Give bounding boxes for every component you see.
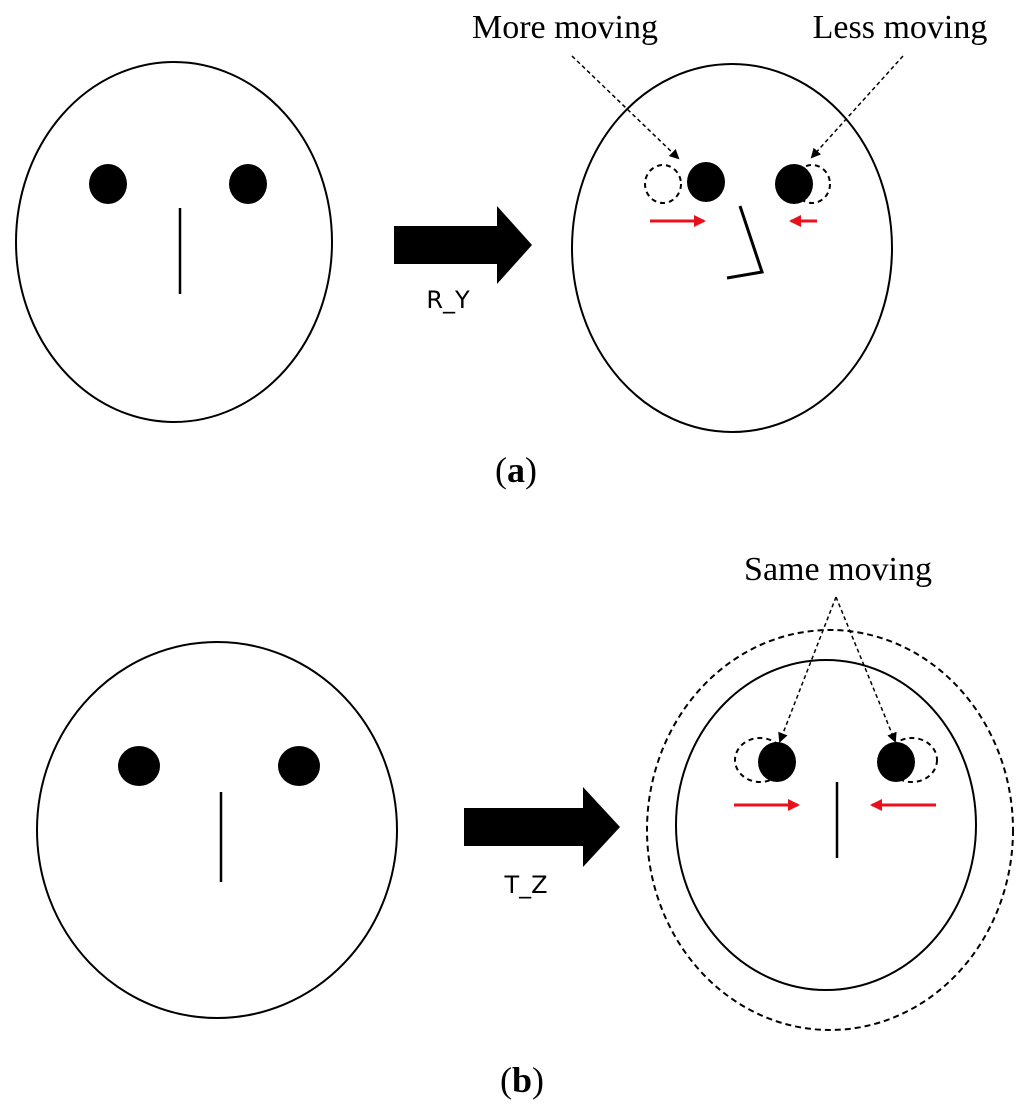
panel-b-translated-face (646, 629, 1014, 1031)
transform-arrow-ry (394, 206, 532, 284)
face-outline (36, 641, 398, 1019)
left-eye (758, 742, 796, 782)
face-outline (571, 63, 893, 433)
right-eye (775, 164, 813, 204)
panel-a: R_Y More moving Less moving (a) (15, 9, 988, 490)
previous-face-outline-dashed (646, 629, 1014, 1031)
caption-b: (b) (500, 1060, 544, 1100)
pointer-same-moving-left (778, 596, 837, 743)
panel-a-rotated-face (571, 63, 893, 433)
annotation-more-moving: More moving (472, 9, 658, 46)
face-outline (675, 659, 977, 991)
annotation-same-moving: Same moving (744, 551, 932, 588)
rotated-nose (726, 205, 764, 280)
panel-b-original-face (36, 641, 398, 1019)
face-outline (15, 61, 333, 423)
previous-left-eye-dashed (644, 164, 682, 204)
transform-label-ry: R_Y (426, 286, 470, 314)
panel-a-original-face (15, 61, 333, 423)
right-eye (877, 742, 915, 782)
right-eye (229, 164, 267, 204)
pointer-less-moving (810, 55, 904, 159)
pointer-same-moving-right (835, 596, 897, 743)
annotation-less-moving: Less moving (813, 9, 988, 46)
right-eye (278, 746, 320, 786)
transform-arrow-tz (464, 787, 620, 867)
pointer-more-moving (571, 55, 680, 160)
left-eye (89, 164, 127, 204)
caption-a: (a) (495, 450, 537, 490)
transform-label-tz: T_Z (503, 871, 547, 899)
left-eye (118, 746, 160, 786)
left-eye (687, 162, 725, 202)
panel-b: T_Z Same moving (b) (36, 551, 1014, 1100)
